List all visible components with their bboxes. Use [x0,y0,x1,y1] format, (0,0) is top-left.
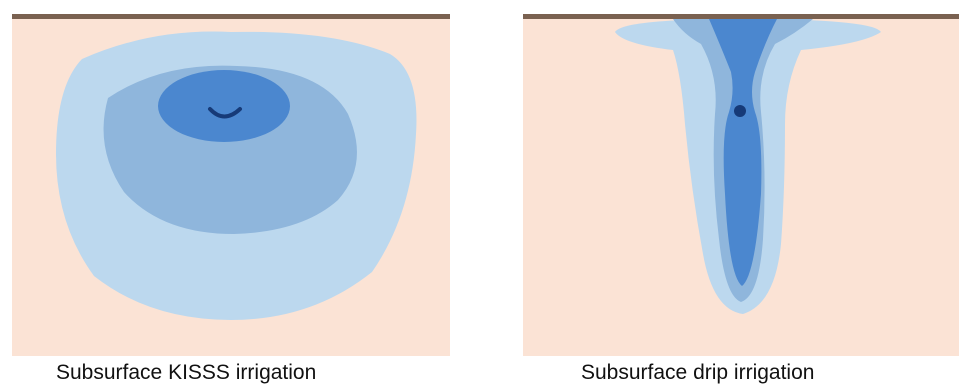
dot-emitter-icon [734,105,746,117]
kisss-diagram [12,14,450,356]
ground-surface-line [12,14,450,19]
kisss-caption: Subsurface KISSS irrigation [56,361,317,384]
ground-surface-line [523,14,959,19]
wetting-zone-inner [158,70,290,142]
drip-diagram [523,14,959,356]
drip-diagram-panel [523,14,959,356]
arc-emitter-icon [208,107,242,119]
drip-caption: Subsurface drip irrigation [581,361,815,384]
kisss-diagram-panel [12,14,450,356]
wetting-zone-inner [709,19,777,286]
